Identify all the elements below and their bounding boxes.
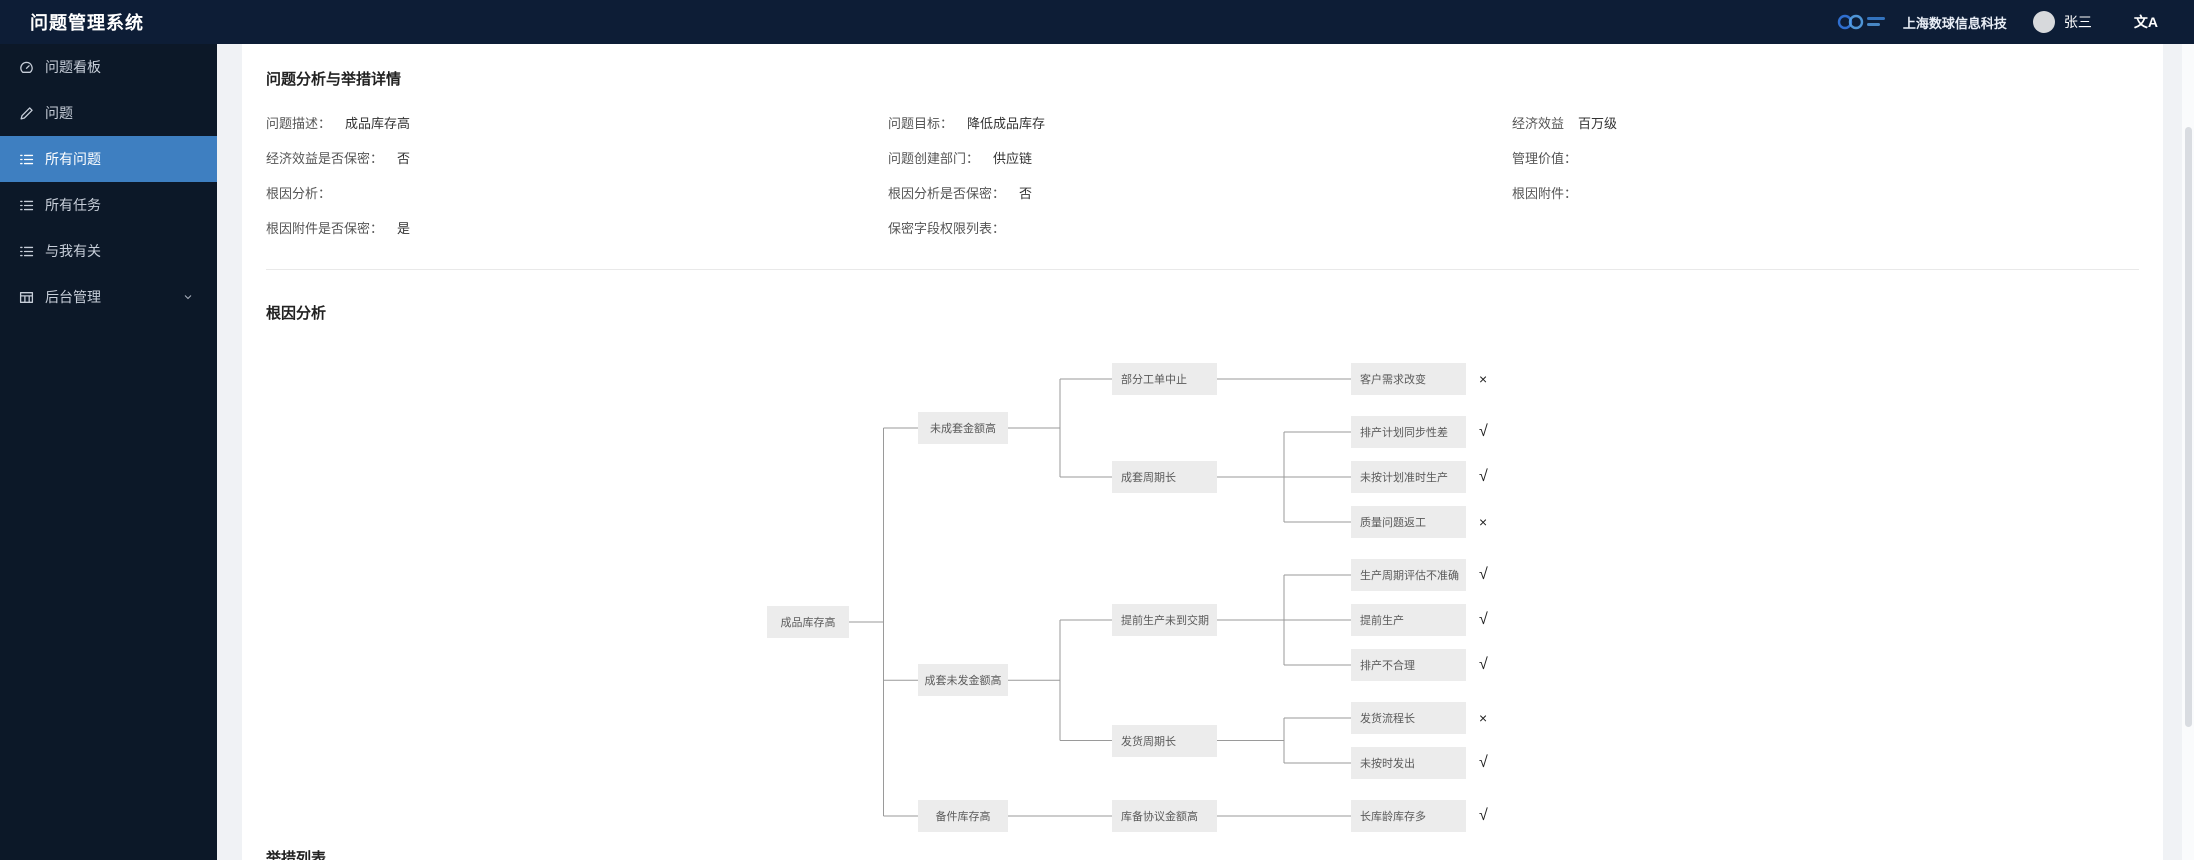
dashboard-icon: [19, 60, 34, 75]
sidebar-menu: 问题看板问题所有问题所有任务与我有关后台管理: [0, 44, 217, 320]
app-header: 问题管理系统 上海数球信息科技 张三 文A: [0, 0, 2194, 44]
check-mark: √: [1479, 807, 1488, 824]
sidebar-item-label: 所有问题: [45, 151, 101, 167]
field-value: 否: [397, 151, 411, 166]
sidebar-item-label: 后台管理: [45, 289, 101, 305]
tree-node: 客户需求改变: [1351, 363, 1466, 395]
detail-field: 问题描述： 成品库存高: [266, 105, 888, 140]
detail-field: 根因附件是否保密： 是: [266, 210, 888, 245]
tree-node: 排产计划同步性差: [1351, 416, 1466, 448]
field-value: 供应链: [993, 151, 1033, 166]
field-label: 保密字段权限列表：: [888, 221, 1006, 236]
language-switch-icon[interactable]: 文A: [2133, 14, 2158, 30]
list-icon: [19, 152, 34, 167]
tree-node: 成品库存高: [767, 606, 849, 638]
sidebar-item-dashboard[interactable]: 问题看板: [0, 44, 217, 90]
cross-mark: ×: [1479, 710, 1488, 726]
sidebar-item-label: 问题: [45, 105, 73, 121]
detail-field: 问题创建部门： 供应链: [888, 140, 1512, 175]
scrollbar-track[interactable]: [2182, 44, 2194, 860]
tree-node: 成套周期长: [1112, 461, 1217, 493]
divider: [266, 269, 2139, 270]
field-value: 否: [1019, 186, 1033, 201]
tree-node: 发货周期长: [1112, 724, 1217, 757]
edit-icon: [19, 106, 34, 121]
detail-field: 保密字段权限列表：: [888, 210, 1512, 245]
detail-field: 管理价值：: [1512, 140, 2139, 175]
app-title: 问题管理系统: [30, 13, 144, 33]
field-label: 根因附件是否保密：: [266, 221, 384, 236]
field-label: 根因分析是否保密：: [888, 186, 1006, 201]
sidebar-item-label: 与我有关: [45, 243, 101, 259]
detail-grid: 问题描述： 成品库存高 问题目标： 降低成品库存 经济效益百万级经济效益是否保密： 否 问题…: [266, 105, 2139, 245]
company-name: 上海数球信息科技: [1902, 15, 2007, 31]
tree-node: 生产周期评估不准确: [1351, 559, 1466, 591]
user-name[interactable]: 张三: [2063, 14, 2092, 30]
detail-field: 根因分析是否保密： 否: [888, 175, 1512, 210]
check-mark: √: [1479, 423, 1488, 440]
main-area: 问题分析与举措详情 问题描述：成品库存高问题目标：降低成品库存经济效益百万级经济…: [217, 44, 2194, 860]
tree-node: 质量问题返工: [1351, 506, 1466, 538]
check-mark: √: [1479, 656, 1488, 673]
measures-section-title: 举措列表: [266, 850, 327, 860]
tree-node: 排产不合理: [1351, 649, 1466, 681]
field-value: 降低成品库存: [967, 116, 1046, 131]
tree-node: 未按计划准时生产: [1351, 461, 1466, 493]
check-mark: √: [1479, 566, 1488, 583]
tree-node: 提前生产未到交期: [1112, 604, 1217, 636]
field-value: 成品库存高: [345, 116, 411, 131]
check-mark: √: [1479, 754, 1488, 771]
field-value: 是: [397, 221, 411, 236]
tree-node: 备件库存高: [918, 800, 1008, 832]
list-icon: [19, 198, 34, 213]
sidebar-item-all-issues[interactable]: 所有问题: [0, 136, 217, 182]
field-label: 问题目标：: [888, 116, 954, 131]
content-card: 问题分析与举措详情 问题描述：成品库存高问题目标：降低成品库存经济效益百万级经济…: [242, 44, 2163, 860]
sidebar-item-related-to-me[interactable]: 与我有关: [0, 228, 217, 274]
check-mark: √: [1479, 611, 1488, 628]
sidebar-item-all-tasks[interactable]: 所有任务: [0, 182, 217, 228]
list-icon: [19, 244, 34, 259]
tree-node: 库备协议金额高: [1112, 800, 1217, 832]
field-label: 经济效益是否保密：: [266, 151, 384, 166]
field-label: 根因附件：: [1512, 186, 1578, 201]
cross-mark: ×: [1479, 371, 1488, 387]
field-label: 根因分析：: [266, 186, 332, 201]
tree-node: 未成套金额高: [918, 412, 1008, 444]
scrollbar-thumb[interactable]: [2185, 127, 2192, 727]
header-right: 上海数球信息科技 张三 文A: [1837, 11, 2158, 33]
detail-field: 根因附件：: [1512, 175, 2139, 210]
detail-field: 根因分析：: [266, 175, 888, 210]
tree-node: 发货流程长: [1351, 702, 1466, 734]
tree-node: 部分工单中止: [1112, 363, 1217, 395]
sidebar-item-label: 所有任务: [45, 197, 101, 213]
tree-node: 长库龄库存多: [1351, 800, 1466, 832]
field-label: 问题创建部门：: [888, 151, 980, 166]
field-label: 问题描述：: [266, 116, 332, 131]
company-logo-icon: [1837, 13, 1889, 31]
detail-section-title: 问题分析与举措详情: [266, 71, 402, 88]
sidebar-item-label: 问题看板: [45, 59, 101, 75]
field-value: 百万级: [1578, 116, 1618, 131]
detail-field: 经济效益百万级: [1512, 105, 2139, 140]
chevron-down-icon: [183, 292, 193, 302]
avatar[interactable]: [2032, 11, 2055, 33]
detail-field: 问题目标： 降低成品库存: [888, 105, 1512, 140]
detail-field: 经济效益是否保密： 否: [266, 140, 888, 175]
field-label: 经济效益: [1512, 116, 1565, 131]
root-cause-tree: 成品库存高 未成套金额高 部分工单中止 客户需求改变 × 成套周期长 排产计划同步性差 √ 未按…: [266, 347, 2139, 847]
check-mark: √: [1479, 468, 1488, 485]
field-label: 管理价值：: [1512, 151, 1578, 166]
sidebar: 问题看板问题所有问题所有任务与我有关后台管理: [0, 44, 217, 860]
tree-node: 成套未发金额高: [918, 664, 1008, 697]
root-cause-section-title: 根因分析: [266, 305, 327, 322]
sidebar-item-admin[interactable]: 后台管理: [0, 274, 217, 320]
table-icon: [19, 290, 34, 305]
cross-mark: ×: [1479, 514, 1488, 530]
tree-node: 未按时发出: [1351, 747, 1466, 779]
tree-node: 提前生产: [1351, 604, 1466, 636]
sidebar-item-issue[interactable]: 问题: [0, 90, 217, 136]
tree-connectors: [849, 378, 1351, 817]
